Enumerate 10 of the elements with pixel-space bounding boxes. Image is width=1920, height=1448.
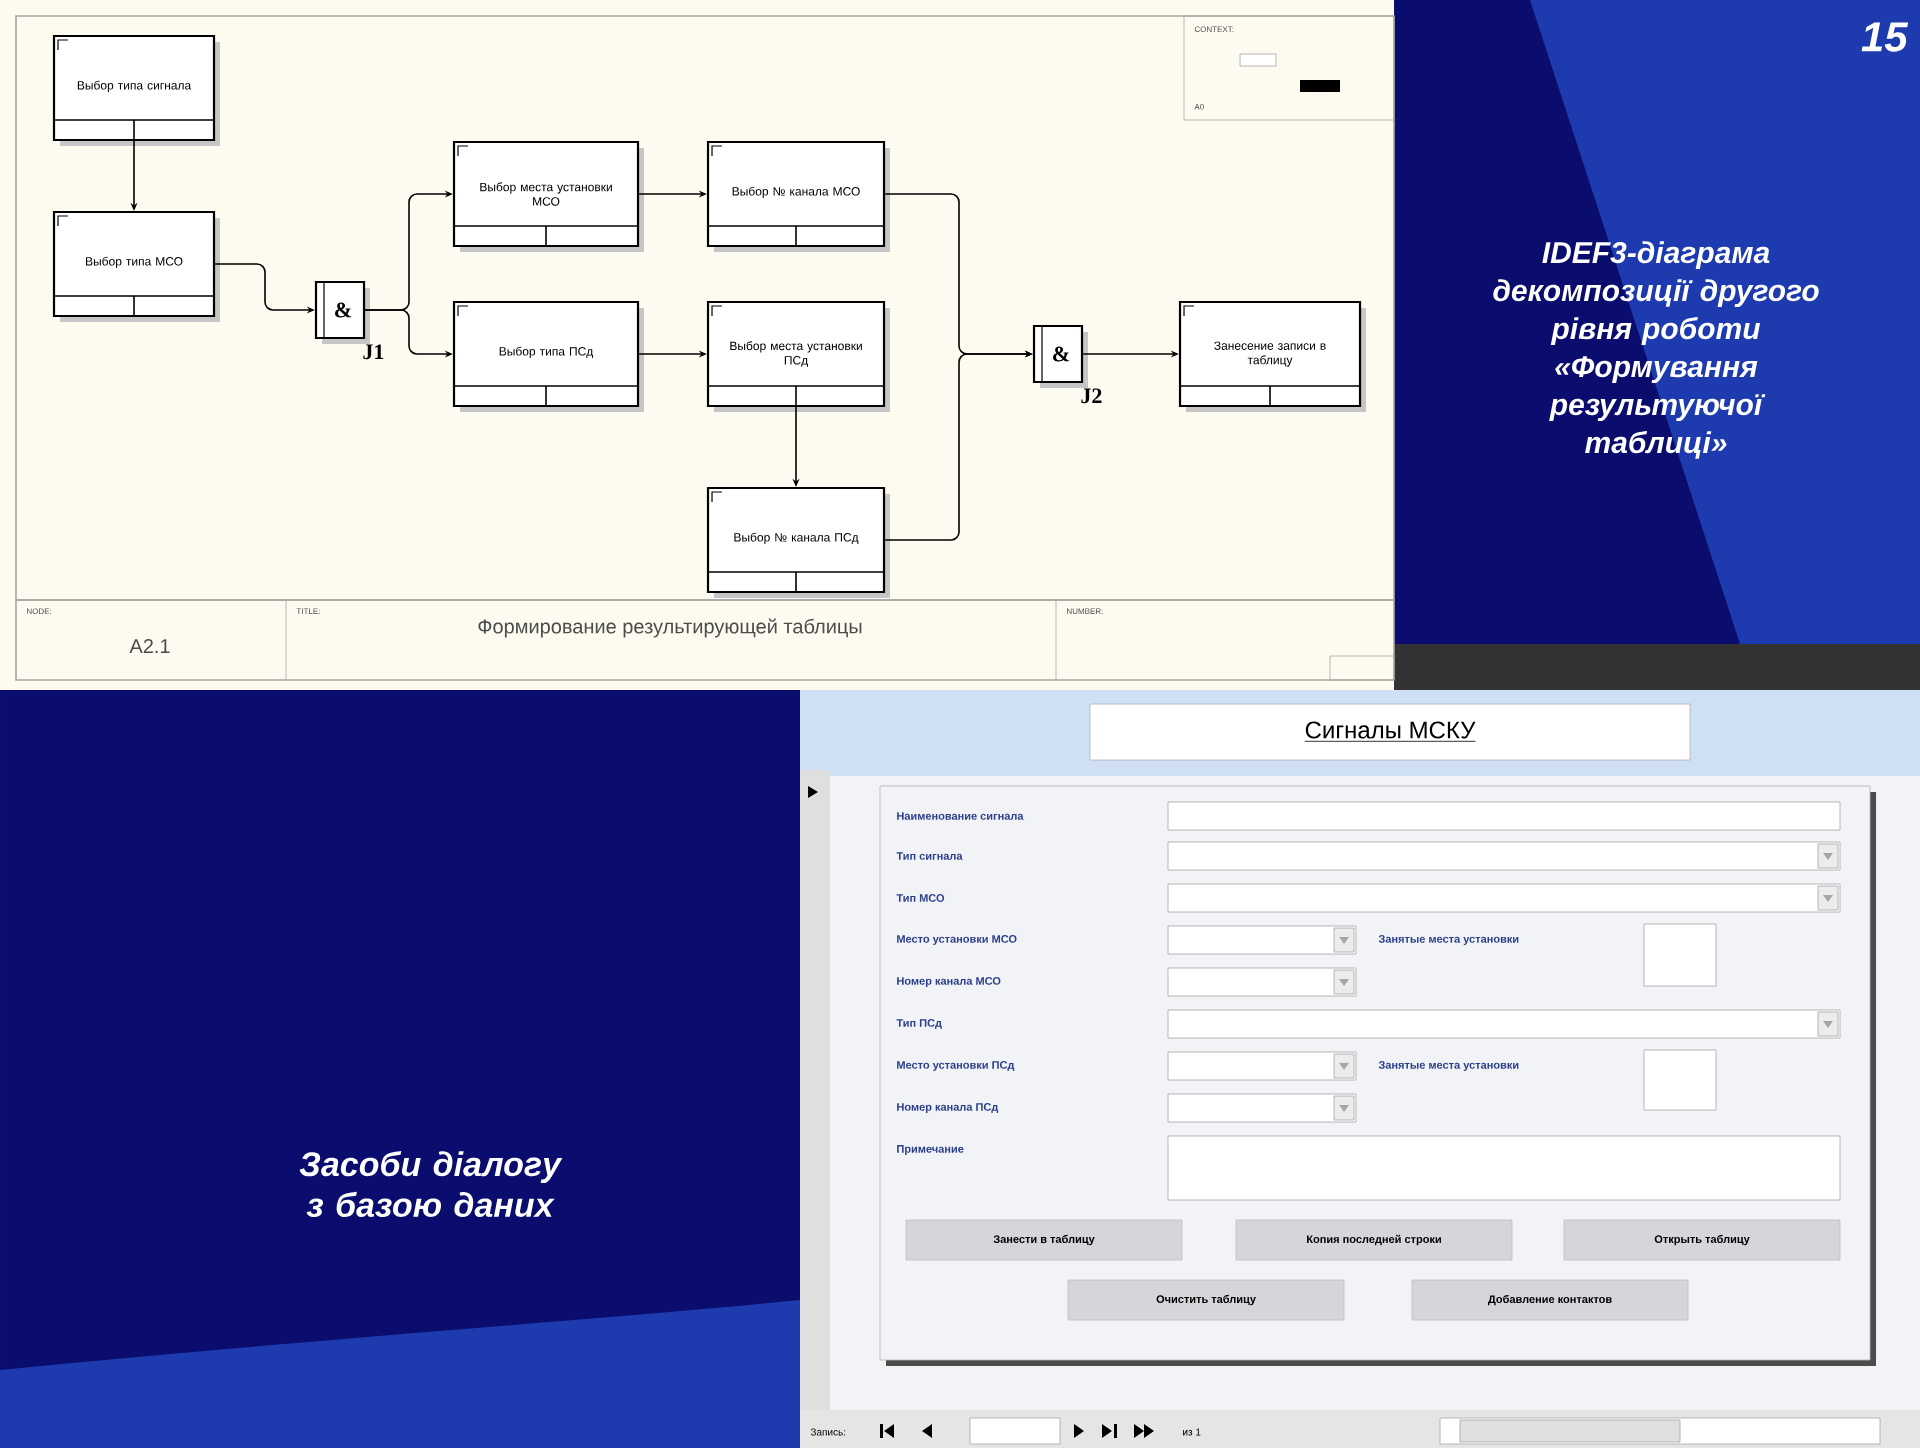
form-title: Сигналы МСКУ (1089, 703, 1691, 761)
junction-box: & (314, 280, 370, 344)
junction-box: & (1032, 324, 1088, 388)
junction-label: J2 (1081, 388, 1102, 404)
slide-heading: IDEF3-діаграма декомпозиції другого рівня роботи «Формування результуючої таблиці» (1493, 241, 1819, 459)
slide-number: 15 (1861, 22, 1909, 52)
node-number: A2.1 (129, 639, 170, 653)
frame-text: Формирование результирующей таблицы (478, 618, 862, 638)
slide-heading: Засоби діалогу з базою даних (299, 1151, 563, 1218)
junction-label: J1 (363, 344, 384, 360)
